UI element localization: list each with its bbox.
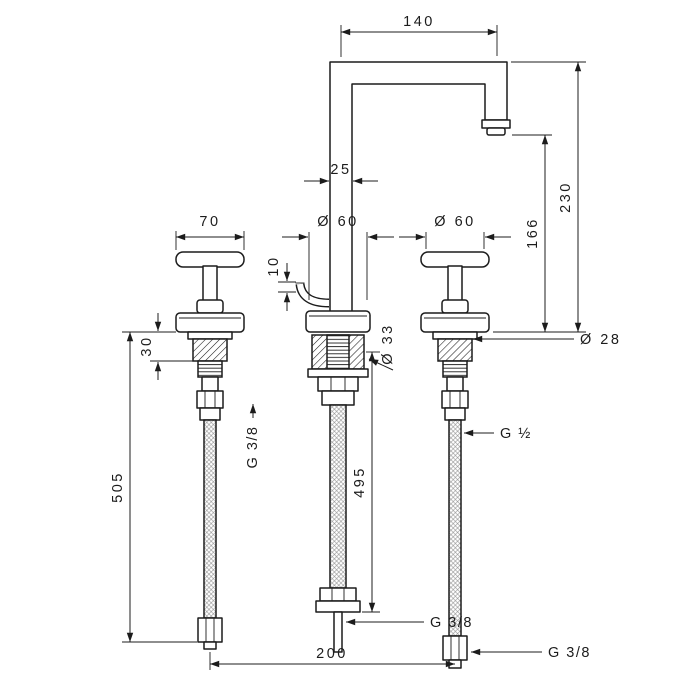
left-hose-nut	[199, 407, 221, 421]
dim-label-spout-shank-dia: Ø 33	[380, 323, 396, 364]
right-clamp-nut	[437, 338, 473, 362]
right-hose-end-nut	[442, 635, 468, 661]
right-handle-bar	[420, 251, 490, 268]
left-handle-stem	[202, 265, 218, 303]
left-hose-tail	[203, 641, 217, 650]
spout-outline	[329, 61, 508, 311]
center-supply-hose	[329, 404, 347, 589]
center-connector-rod	[333, 611, 343, 653]
dim-label-spout-width: 25	[330, 162, 351, 178]
right-threaded-shank	[442, 360, 468, 378]
spout-threaded-shank	[326, 334, 350, 370]
left-handle-assembly	[175, 251, 245, 650]
left-washer	[187, 331, 233, 340]
dim-label-left-hose-length: 505	[110, 471, 126, 503]
right-hex-nut	[441, 390, 469, 409]
dim-label-spout-reach: 140	[403, 14, 435, 30]
center-end-flange	[315, 600, 361, 613]
dim-label-deck-clamp: 30	[139, 335, 155, 356]
dim-label-right-hose-thread: G 3/8	[548, 645, 591, 661]
spout-hex-fitting	[317, 376, 359, 392]
aerator-body	[481, 119, 511, 129]
right-washer	[432, 331, 478, 340]
right-escutcheon	[420, 312, 490, 333]
aerator-tip	[486, 127, 506, 136]
dim-label-handle-shank-dia: Ø 28	[580, 332, 621, 348]
left-handle-bar	[175, 251, 245, 268]
dim-label-spout-escutcheon-dia: Ø 60	[317, 214, 358, 230]
right-handle-collar	[441, 299, 469, 314]
dim-label-hole-spacing: 200	[316, 646, 348, 662]
dim-label-total-height: 230	[558, 181, 574, 213]
left-hose-end-nut	[197, 617, 223, 643]
spout-assembly	[295, 61, 511, 653]
dimension-annotations: 140 230 166 25 Ø 60 Ø 60 70	[110, 14, 621, 670]
left-hex-nut	[196, 390, 224, 409]
left-neck	[201, 376, 219, 392]
left-escutcheon	[175, 312, 245, 333]
dim-label-handle-escutcheon-dia: Ø 60	[434, 214, 475, 230]
dim-label-left-hose-thread: G 3/8	[245, 426, 261, 469]
spout-hose-nut	[321, 390, 355, 406]
right-handle-stem	[447, 265, 463, 303]
left-handle-collar	[196, 299, 224, 314]
right-hose-nut	[444, 407, 466, 421]
dim-label-lever-height: 10	[266, 255, 282, 276]
dim-label-valve-thread: G ½	[500, 426, 532, 442]
dim-label-center-hose-length: 495	[352, 466, 368, 498]
dim-label-outlet-height: 166	[525, 217, 541, 249]
spout-escutcheon	[305, 310, 371, 333]
left-threaded-shank	[197, 360, 223, 378]
dim-label-center-hose-thread: G 3/8	[430, 615, 473, 631]
dim-label-handle-width: 70	[199, 214, 220, 230]
right-handle-assembly	[420, 251, 490, 669]
right-neck	[446, 376, 464, 392]
center-hose-end-hex	[319, 587, 357, 602]
spout-washer	[307, 368, 369, 378]
left-clamp-nut	[192, 338, 228, 362]
left-supply-hose	[203, 419, 217, 619]
right-supply-hose	[448, 419, 462, 637]
